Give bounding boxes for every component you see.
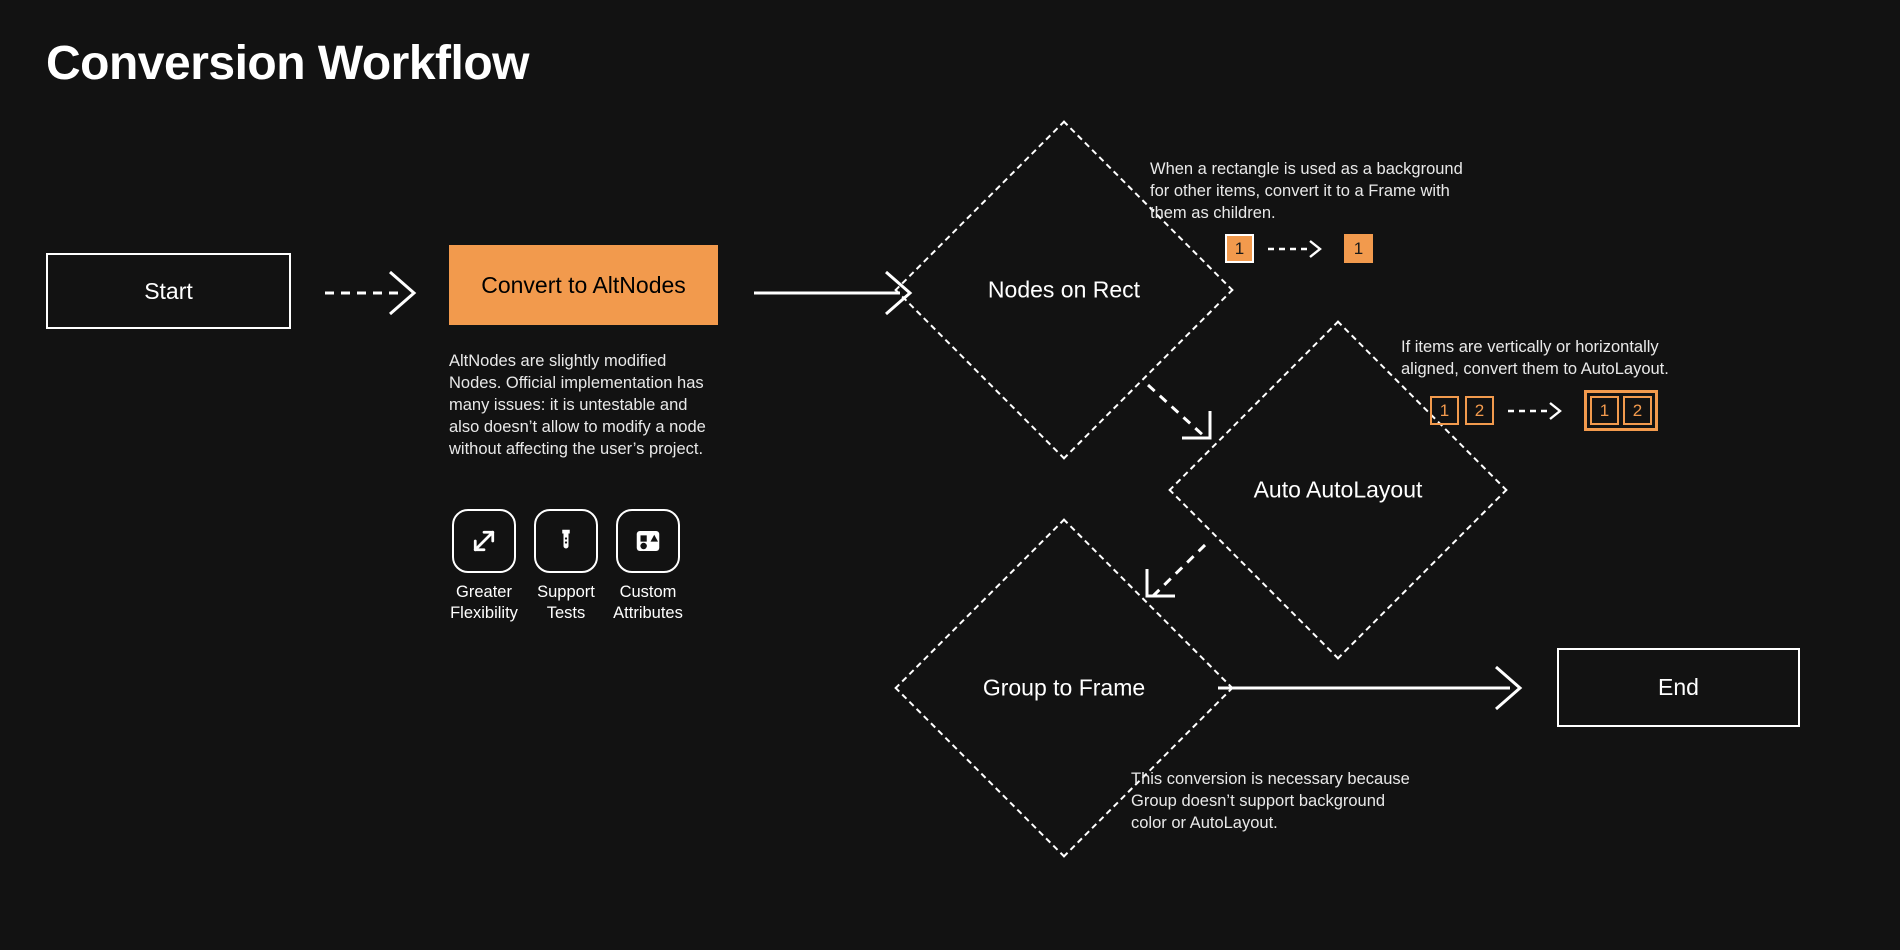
node-convert-to-altnodes-label: Convert to AltNodes	[481, 271, 686, 298]
feature-label: Greater Flexibility	[450, 583, 518, 622]
edge-group-to-frame-to-end	[1218, 665, 1523, 711]
badge-autolayout-frame: 1 2	[1584, 390, 1658, 431]
edge-start-to-convert	[325, 270, 417, 316]
node-end[interactable]: End	[1557, 648, 1800, 727]
feature-label: Support Tests	[537, 583, 595, 622]
shapes-attributes-icon	[616, 509, 680, 573]
badge-group-before: 1 2	[1430, 396, 1494, 425]
node-group-to-frame[interactable]: Group to Frame	[894, 518, 1234, 858]
badge-group-after: 1	[1344, 234, 1373, 263]
badge-illustration-items-to-autolayout: 1 2 1 2	[1430, 390, 1658, 431]
node-nodes-on-rect[interactable]: Nodes on Rect	[894, 120, 1234, 460]
node-start-label: Start	[144, 277, 193, 304]
expand-arrows-icon	[452, 509, 516, 573]
edge-convert-to-nodes-on-rect	[754, 270, 913, 316]
node-auto-autolayout-label: Auto AutoLayout	[1253, 476, 1423, 503]
node-start[interactable]: Start	[46, 253, 291, 329]
node-convert-to-altnodes[interactable]: Convert to AltNodes	[449, 245, 718, 325]
node-auto-autolayout[interactable]: Auto AutoLayout	[1168, 320, 1508, 660]
badge-transform-arrow	[1268, 239, 1330, 259]
feature-label: Custom Attributes	[613, 583, 683, 622]
node-nodes-on-rect-label: Nodes on Rect	[987, 276, 1141, 303]
test-tube-icon	[534, 509, 598, 573]
page-title: Conversion Workflow	[46, 37, 530, 90]
badge: 2	[1465, 396, 1494, 425]
badge: 1	[1225, 234, 1254, 263]
feature-support-tests[interactable]: Support Tests	[534, 509, 598, 624]
node-group-to-frame-label: Group to Frame	[982, 674, 1146, 701]
feature-custom-attributes[interactable]: Custom Attributes	[613, 509, 683, 624]
note-altnodes: AltNodes are slightly modified Nodes. Of…	[449, 352, 706, 458]
feature-row: Greater Flexibility Support Tests	[450, 509, 683, 624]
feature-greater-flexibility[interactable]: Greater Flexibility	[450, 509, 518, 624]
badge: 2	[1623, 396, 1652, 425]
node-end-label: End	[1658, 674, 1699, 700]
badge-transform-arrow	[1508, 401, 1570, 421]
badge: 1	[1430, 396, 1459, 425]
badge-group-before: 1	[1225, 234, 1254, 263]
badge: 1	[1590, 396, 1619, 425]
note-nodes-on-rect: When a rectangle is used as a background…	[1150, 160, 1463, 222]
badge-illustration-rect-to-frame: 1 1	[1225, 234, 1373, 263]
note-group-to-frame: This conversion is necessary because Gro…	[1131, 770, 1410, 832]
note-auto-autolayout: If items are vertically or horizontally …	[1401, 338, 1669, 378]
badge: 1	[1344, 234, 1373, 263]
